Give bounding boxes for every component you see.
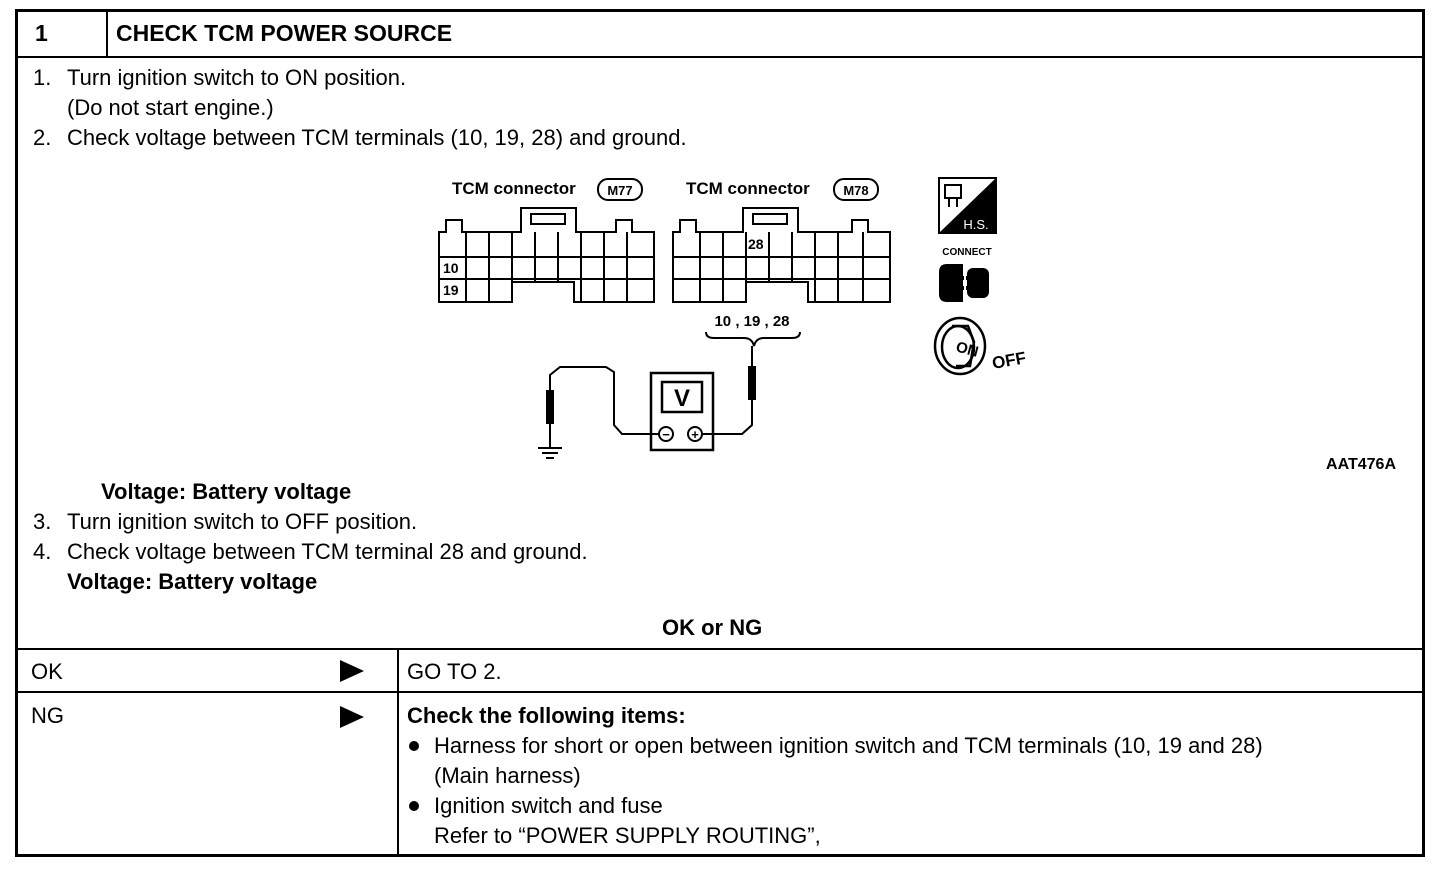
ng-bullet-1 [409, 741, 419, 751]
ignition-off-label: OFF [991, 348, 1028, 373]
connect-label: CONNECT [942, 247, 991, 258]
ground-probe [546, 390, 554, 424]
result-header-divider [15, 648, 1425, 650]
voltage-spec-1: Voltage: Battery voltage [101, 479, 352, 504]
ng-item-2: Ignition switch and fuse [434, 793, 663, 818]
pin-28-label: 28 [748, 236, 764, 252]
connector-m78-id-badge [833, 178, 879, 201]
connect-icon [939, 264, 989, 302]
ng-item-2-cont: Refer to “POWER SUPPLY ROUTING”, [434, 823, 821, 848]
connector-m77-label: TCM connector [452, 179, 576, 198]
step-1-note: (Do not start engine.) [67, 95, 274, 120]
connector-m78 [672, 207, 891, 303]
connector-m77-id-badge [597, 178, 643, 201]
ng-arrow-icon [340, 706, 364, 728]
step-1-text: Turn ignition switch to ON position. [67, 65, 407, 90]
probe-terminals-label: 10 , 19 , 28 [714, 313, 789, 330]
step-2-number: 2. [33, 125, 52, 150]
ignition-key-icon [933, 316, 987, 376]
step-4-text: Check voltage between TCM terminal 28 an… [67, 539, 588, 564]
step-number: 1 [35, 20, 48, 46]
voltmeter-symbol: V [674, 385, 690, 412]
pin-10-label: 10 [443, 260, 459, 276]
step-2-text: Check voltage between TCM terminals (10,… [67, 125, 687, 150]
step-1-number: 1. [33, 65, 52, 90]
positive-lead [702, 400, 753, 435]
step-title: CHECK TCM POWER SOURCE [116, 20, 453, 46]
hs-label: H.S. [963, 217, 988, 232]
header-step-divider [106, 9, 108, 57]
header-divider [15, 56, 1425, 58]
ng-bullet-2 [409, 801, 419, 811]
voltmeter-minus: − [662, 427, 670, 442]
ng-item-1: Harness for short or open between igniti… [434, 733, 1263, 758]
pin-19-label: 19 [443, 282, 459, 298]
ignition-on-label: ON [954, 339, 980, 361]
ng-label: NG [31, 703, 64, 728]
probe-brace [705, 331, 801, 347]
hs-icon [938, 177, 997, 234]
ground-lead [549, 366, 659, 435]
ok-row-divider [15, 691, 1425, 693]
voltage-spec-2: Voltage: Battery voltage [67, 569, 318, 594]
connector-m78-label: TCM connector [686, 179, 810, 198]
result-header: OK or NG [662, 615, 763, 640]
figure-id: AAT476A [1326, 456, 1396, 473]
result-column-divider [397, 648, 399, 857]
procedure-frame [15, 9, 1425, 857]
ok-action: GO TO 2. [407, 659, 502, 684]
step-3-text: Turn ignition switch to OFF position. [67, 509, 418, 534]
voltmeter-plus: + [691, 427, 699, 442]
positive-probe [748, 366, 756, 400]
ng-action-title: Check the following items: [407, 703, 686, 728]
connector-m78-id: M78 [843, 183, 868, 198]
ok-arrow-icon [340, 660, 364, 682]
ground-symbol [538, 447, 562, 459]
ng-item-1-cont: (Main harness) [434, 763, 581, 788]
step-3-number: 3. [33, 509, 52, 534]
ok-label: OK [31, 659, 63, 684]
step-4-number: 4. [33, 539, 52, 564]
connector-m77 [438, 207, 655, 303]
connector-m77-id: M77 [607, 183, 632, 198]
